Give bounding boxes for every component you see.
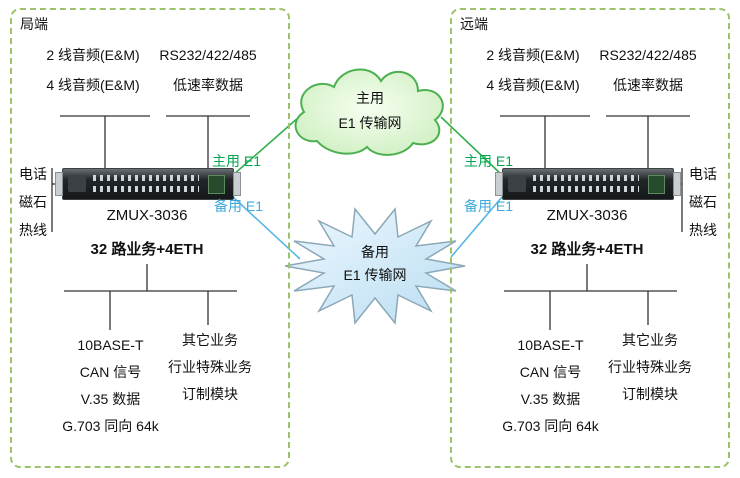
primary-cloud-title: 主用 (356, 90, 384, 106)
remote-audio-labels: 2 线音频(E&M) 4 线音频(E&M) (470, 40, 596, 100)
serial-label: 低速率数据 (613, 77, 683, 93)
side-label: 电话 (689, 166, 717, 182)
service-label: G.703 同向 64k (62, 418, 159, 434)
local-bottom-left-labels: 10BASE-T CAN 信号 V.35 数据 G.703 同向 64k (38, 332, 183, 440)
local-bottom-right-labels: 其它业务 行业特殊业务 订制模块 (150, 327, 270, 408)
local-panel-border (10, 8, 290, 468)
side-label: 电话 (19, 166, 47, 182)
remote-panel-border (450, 8, 730, 468)
primary-e1-label-right: 主用 E1 (464, 153, 514, 169)
remote-side-labels: 电话 磁石 热线 (686, 160, 720, 244)
remote-panel: 远端 2 线音频(E&M) 4 线音频(E&M) RS232/422/485 低… (440, 0, 740, 478)
device-logo-badge (68, 175, 86, 192)
service-label: 其它业务 (622, 332, 678, 348)
device-port-row (533, 186, 639, 192)
remote-serial-labels: RS232/422/485 低速率数据 (592, 40, 704, 100)
primary-cloud-label: 主用 E1 传输网 (310, 86, 430, 136)
local-device-capacity: 32 路业务+4ETH (90, 241, 204, 258)
service-label: V.35 数据 (80, 391, 141, 407)
serial-label: RS232/422/485 (599, 47, 697, 63)
service-label: V.35 数据 (520, 391, 581, 407)
primary-e1-label-left: 主用 E1 (212, 153, 262, 169)
primary-cloud-shape (294, 68, 444, 156)
service-label: G.703 同向 64k (502, 418, 599, 434)
backup-link-right-line (450, 196, 503, 258)
service-label: 订制模块 (182, 386, 238, 402)
audio-label: 4 线音频(E&M) (486, 77, 580, 93)
device-led-block (208, 175, 225, 194)
local-serial-labels: RS232/422/485 低速率数据 (152, 40, 264, 100)
audio-label: 2 线音频(E&M) (46, 47, 140, 63)
side-label: 热线 (19, 222, 47, 238)
remote-device-model: ZMUX-3036 (546, 207, 628, 224)
local-side-labels: 电话 磁石 热线 (16, 160, 50, 244)
device-led-block (648, 175, 665, 194)
device-port-row (533, 175, 639, 181)
side-label: 磁石 (19, 194, 47, 210)
backup-cloud-title: 备用 (361, 244, 389, 260)
side-label: 热线 (689, 222, 717, 238)
local-device-model: ZMUX-3036 (106, 207, 188, 224)
local-panel-title: 局端 (20, 16, 48, 32)
service-label: 10BASE-T (77, 337, 144, 353)
device-logo-badge (508, 175, 526, 192)
service-label: 10BASE-T (517, 337, 584, 353)
service-label: 其它业务 (182, 332, 238, 348)
backup-cloud-subtitle: E1 传输网 (343, 267, 407, 283)
serial-label: 低速率数据 (173, 77, 243, 93)
audio-label: 4 线音频(E&M) (46, 77, 140, 93)
local-panel: 局端 2 线音频(E&M) 4 线音频(E&M) RS232/422/485 低… (0, 0, 300, 478)
device-port-row (93, 186, 199, 192)
backup-e1-label-left: 备用 E1 (214, 198, 264, 214)
side-label: 磁石 (689, 194, 717, 210)
service-label: 行业特殊业务 (168, 359, 252, 375)
remote-device-capacity: 32 路业务+4ETH (530, 241, 644, 258)
device-port-row (93, 175, 199, 181)
local-audio-labels: 2 线音频(E&M) 4 线音频(E&M) (30, 40, 156, 100)
remote-bottom-left-labels: 10BASE-T CAN 信号 V.35 数据 G.703 同向 64k (478, 332, 623, 440)
backup-cloud-label: 备用 E1 传输网 (315, 241, 435, 287)
backup-e1-label-right: 备用 E1 (464, 198, 514, 214)
remote-panel-title: 远端 (460, 16, 488, 32)
backup-burst-shape (284, 207, 466, 325)
service-label: CAN 信号 (519, 364, 582, 380)
primary-cloud-subtitle: E1 传输网 (338, 115, 402, 131)
audio-label: 2 线音频(E&M) (486, 47, 580, 63)
remote-device-image (495, 168, 681, 200)
service-label: 行业特殊业务 (608, 359, 692, 375)
remote-bottom-right-labels: 其它业务 行业特殊业务 订制模块 (590, 327, 710, 408)
panel-bus-lines-local (60, 115, 250, 330)
local-device-image (55, 168, 241, 200)
service-label: CAN 信号 (79, 364, 142, 380)
service-label: 订制模块 (622, 386, 678, 402)
serial-label: RS232/422/485 (159, 47, 257, 63)
